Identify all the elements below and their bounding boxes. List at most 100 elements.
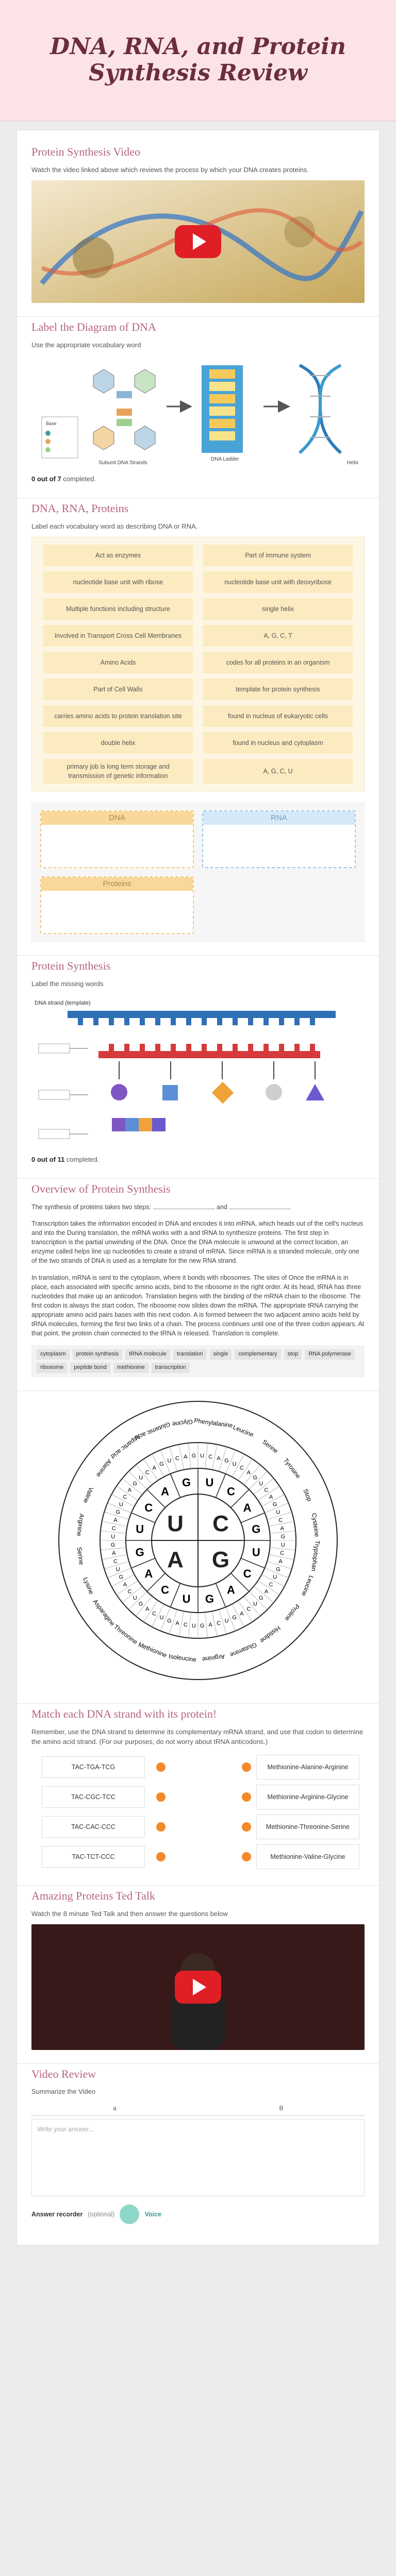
microphone-icon[interactable] [120,2204,140,2224]
word-chip[interactable]: transcription [151,1363,190,1374]
protein-card[interactable]: Methionine-Alanine-Arginine [256,1754,359,1780]
word-chip[interactable]: peptide bond [70,1363,110,1374]
wheel-third-letter: U [119,1502,123,1508]
wheel-third-letter: U [116,1567,120,1573]
bin-label: RNA [203,811,355,825]
wheel-spoke [261,1494,285,1507]
wheel-third-letter: G [167,1618,172,1624]
word-chip[interactable]: tRNA molecule [125,1349,170,1360]
wheel-third-letter: C [217,1620,221,1626]
vocab-card[interactable]: Act as enzymes [43,545,193,567]
wheel-third-letter: A [123,1582,127,1588]
vocab-card[interactable]: primary job is long term storage and tra… [43,759,193,784]
play-icon[interactable] [175,1970,221,2004]
vocab-card[interactable]: Amino Acids [43,652,193,674]
vocab-card[interactable]: template for protein synthesis [203,679,353,701]
toolbar-button[interactable]: a [113,2105,117,2112]
word-chip[interactable]: cytoplasm [37,1349,70,1360]
vocab-card[interactable]: Part of Cell Walls [43,679,193,701]
connector-dot[interactable] [242,1852,251,1861]
vocab-card[interactable]: nucleotide base unit with deoxyribose [203,571,353,594]
answer-recorder: Answer recorder (optional) Voice [31,2204,365,2224]
word-chip[interactable]: RNA polymerase [305,1349,355,1360]
word-chip[interactable]: ribosome [37,1363,68,1374]
connector-dot[interactable] [242,1792,251,1802]
vocab-card[interactable]: A, G, C, U [203,759,353,784]
wheel-third-letter: C [280,1550,284,1556]
wheel-third-letter: C [208,1454,212,1460]
connector-dot[interactable] [156,1852,166,1861]
toolbar-button[interactable]: B [279,2105,284,2112]
vocab-card[interactable]: carries amino acids to protein translati… [43,705,193,727]
drop-zone-proteins[interactable]: Proteins [40,876,194,935]
protein-card[interactable]: Methionine-Arginine-Glycine [256,1784,359,1809]
connector-dot[interactable] [156,1792,166,1802]
dna-strand-card[interactable]: TAC-TGA-TCG [42,1756,145,1778]
section-title: Protein Synthesis Video [31,145,140,158]
fill-blank[interactable] [153,1203,215,1209]
wheel-spoke [232,1604,244,1627]
legend-label: Base [46,421,57,426]
vocab-card[interactable]: found in nucleus and cytoplasm [203,732,353,754]
connector-dot[interactable] [156,1822,166,1832]
word-chip[interactable]: single [209,1349,232,1360]
connector-dot[interactable] [156,1762,166,1772]
protein-card[interactable]: Methionine-Threonine-Serine [256,1814,359,1839]
wheel-third-letter: G [200,1623,205,1629]
vocab-card[interactable]: double helix [43,732,193,754]
drop-zone-dna[interactable]: DNA [40,810,194,869]
protein-card[interactable]: Methionine-Valine-Glycine [256,1844,359,1869]
amino-acid-label: Arginine [202,1653,225,1663]
word-chip[interactable]: translation [173,1349,207,1360]
section-title: Label the Diagram of DNA [31,320,156,333]
wheel-third-letter: G [133,1481,137,1487]
overview-paragraph-3: In translation, mRNA is sent to the cyto… [31,1274,365,1337]
fill-blank[interactable] [229,1203,291,1209]
vocab-card[interactable]: found in nucleus of eukaryotic cells [203,705,353,727]
word-chip[interactable]: protein synthesis [72,1349,123,1360]
ted-video-player[interactable] [31,1924,365,2050]
wheel-third-letter: G [273,1502,277,1508]
wheel-spoke [249,1471,268,1490]
connector-dot[interactable] [242,1822,251,1832]
wheel-third-letter: C [269,1582,273,1588]
vocab-card[interactable]: Part of immune system [203,545,353,567]
wheel-spoke [219,1609,227,1635]
dna-strand-card[interactable]: TAC-TCT-CCC [42,1845,145,1868]
wheel-third-letter: A [209,1622,213,1628]
section-title: Video Review [31,2067,96,2080]
synthesis-labeling-diagram[interactable]: DNA strand (template) [31,994,365,1149]
dna-labeling-diagram[interactable]: Base Subunit DNA Strands DNA Ladder Heli… [31,355,365,469]
connector-dot[interactable] [242,1762,251,1772]
section-description: Remember, use the DNA strand to determin… [31,1728,364,1745]
vocab-card[interactable]: codes for all proteins in an organism [203,652,353,674]
vocab-card[interactable]: single helix [203,598,353,620]
video-player[interactable] [31,180,365,303]
recorder-label: Answer recorder [31,2210,83,2218]
vocab-card[interactable]: A, G, C, T [203,625,353,647]
wheel-spoke [232,1454,244,1477]
wheel-third-letter: G [276,1567,280,1573]
answer-textarea[interactable]: Write your answer... [31,2119,365,2196]
word-chip[interactable]: methionine [113,1363,148,1374]
video-review-section: Video Review Summarize the Video a B Wri… [31,2064,365,2224]
vocab-card[interactable]: nucleotide base unit with ribose [43,571,193,594]
dna-strand-card[interactable]: TAC-CGC-TCC [42,1786,145,1808]
wheel-spoke [102,1554,127,1560]
drop-zone-rna[interactable]: RNA [202,810,356,869]
dna-strand-card[interactable]: TAC-CAC-CCC [42,1816,145,1838]
wheel-second-letter: C [161,1584,169,1597]
section-description: Watch the video linked above which revie… [31,165,309,174]
wheel-third-letter: U [225,1618,229,1624]
word-chip[interactable]: stop [284,1349,302,1360]
vocab-card[interactable]: Multiple functions including structure [43,598,193,620]
protein-synthesis-labeling-section: Protein Synthesis Label the missing word… [31,956,365,1165]
play-icon[interactable] [175,225,221,258]
vocab-card[interactable]: Involved in Transport Cross Cell Membran… [43,625,193,647]
word-chip[interactable]: complementary [235,1349,281,1360]
bin-label: DNA [41,811,193,825]
voice-button[interactable]: Voice [144,2210,161,2218]
wheel-spoke [240,1558,265,1569]
wheel-third-letter: U [111,1534,115,1540]
sorting-section: DNA, RNA, Proteins Label each vocabulary… [31,498,365,942]
